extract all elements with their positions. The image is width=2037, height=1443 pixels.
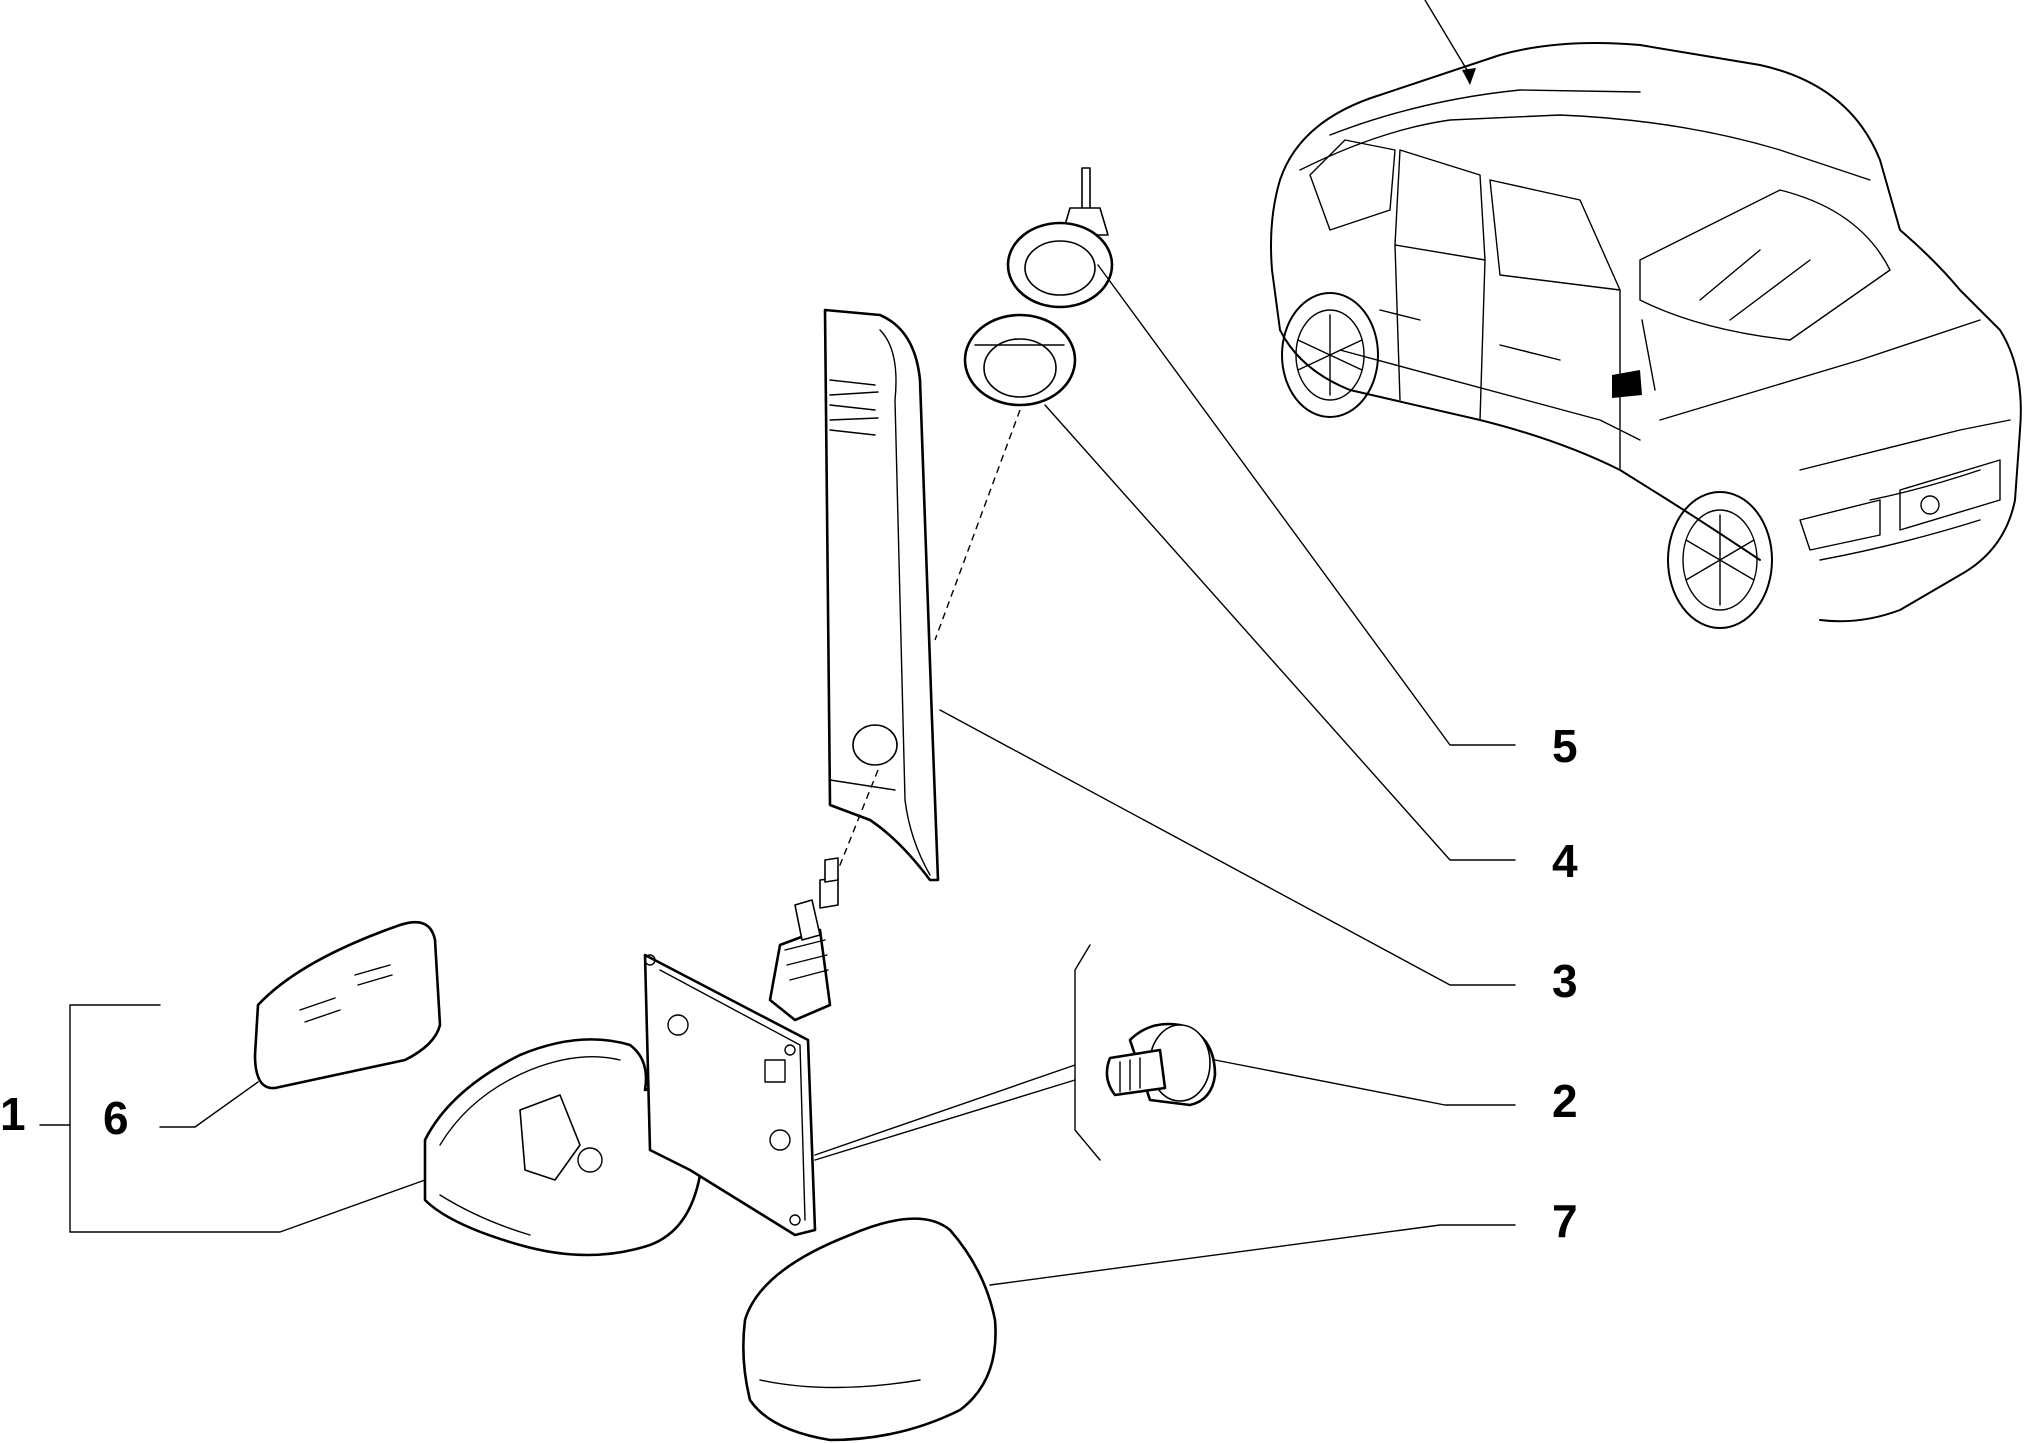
callout-6: 6: [103, 1092, 129, 1144]
part-5-cable-grommet: [1006, 167, 1114, 309]
callout-2: 2: [1552, 1075, 1578, 1127]
leader-lines: [39, 264, 1516, 1286]
part-4-ring-grommet: [963, 313, 1077, 407]
callout-4: 4: [1552, 835, 1578, 887]
part-7-mirror-cover: [742, 1217, 997, 1442]
part-3-trim-panel: [823, 308, 940, 882]
part-6-mirror-glass: [253, 920, 442, 1090]
callout-5: 5: [1552, 720, 1578, 772]
callout-7: 7: [1552, 1195, 1578, 1247]
part-2-screw: [1074, 944, 1217, 1161]
mirror-mounting-plate: [643, 857, 839, 1237]
assembly-axis-lower: [837, 769, 879, 871]
vehicle-illustration: [1270, 0, 2022, 629]
callout-1: 1: [0, 1088, 26, 1140]
callout-3: 3: [1552, 955, 1578, 1007]
assembly-axis-upper: [934, 409, 1021, 641]
